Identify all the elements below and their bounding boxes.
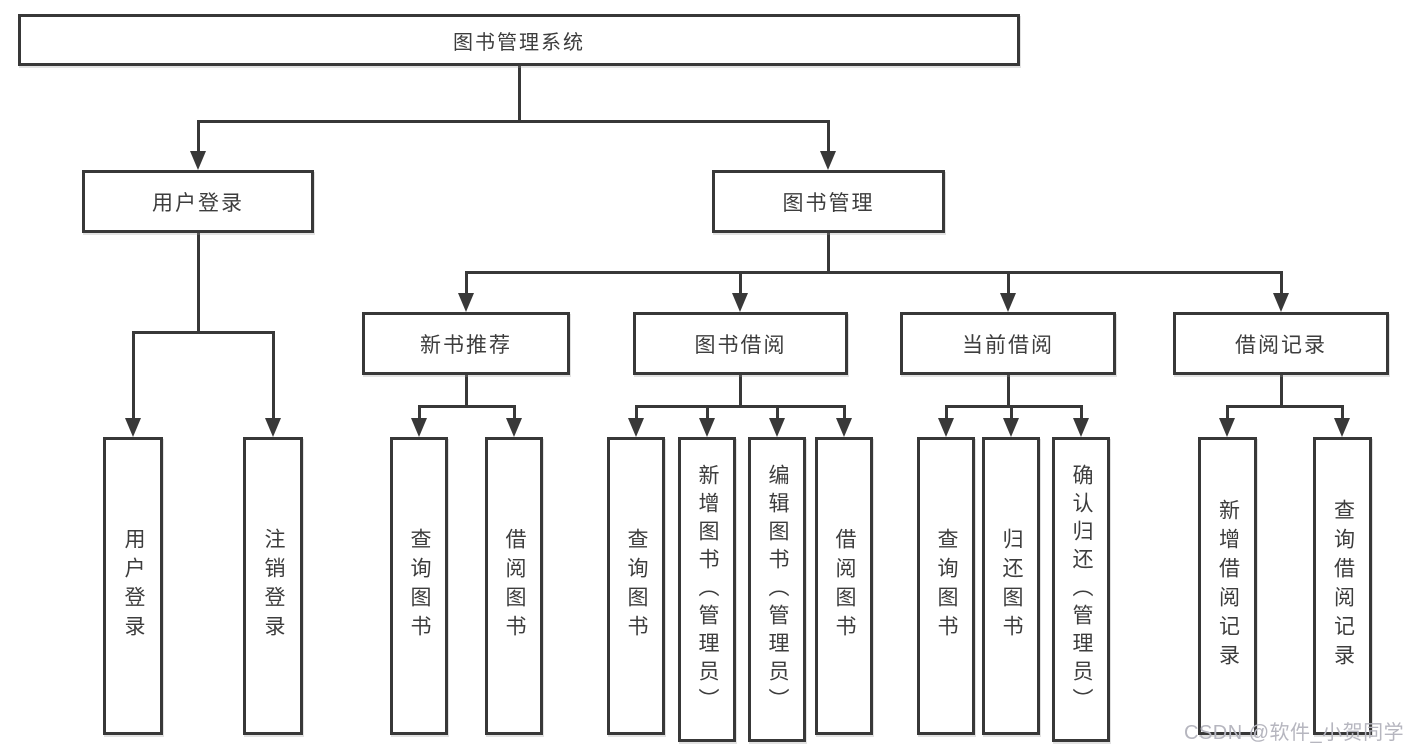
connector-book-mgmt-stub-4: [1280, 271, 1283, 295]
connector-new-book-rec-stub-2: [513, 405, 516, 420]
node-bb-add: 新增图书（管理员）: [678, 437, 736, 742]
node-bb-borrow-label: 借阅图书: [833, 528, 856, 644]
connector-current-borrow-stub-3: [1080, 405, 1083, 420]
arrow-down-icon: [820, 151, 836, 170]
node-leaf-logout-label: 注销登录: [262, 528, 285, 644]
node-nbr-borrow-label: 借阅图书: [503, 528, 526, 644]
node-bb-edit-label: 编辑图书（管理员）: [766, 463, 789, 716]
connector-root-stub-right: [827, 120, 830, 153]
arrow-down-icon: [1334, 418, 1350, 437]
node-leaf-user-login: 用户登录: [103, 437, 163, 735]
connector-book-mgmt-bus: [465, 271, 1283, 274]
connector-new-book-rec-bus: [418, 405, 516, 408]
arrow-down-icon: [265, 418, 281, 437]
node-nbr-borrow: 借阅图书: [485, 437, 543, 735]
node-borrow-records: 借阅记录: [1173, 312, 1389, 375]
arrow-down-icon: [836, 418, 852, 437]
connector-current-borrow-stub-1: [945, 405, 948, 420]
connector-new-book-rec-stub-1: [418, 405, 421, 420]
connector-user-login-stub-2: [272, 331, 275, 419]
connector-book-mgmt-drop: [827, 233, 830, 274]
connector-book-borrow-stub-1: [635, 405, 638, 420]
connector-borrow-records-drop: [1280, 375, 1283, 408]
node-book-borrow-label: 图书借阅: [694, 333, 787, 357]
arrow-down-icon: [190, 151, 206, 170]
arrow-down-icon: [1000, 293, 1016, 312]
connector-book-mgmt-stub-3: [1007, 271, 1010, 295]
connector-user-login-stub-1: [132, 331, 135, 419]
node-cb-confirm-label: 确认归还（管理员）: [1070, 463, 1093, 716]
node-cb-confirm: 确认归还（管理员）: [1052, 437, 1110, 742]
connector-book-borrow-bus: [635, 405, 846, 408]
connector-borrow-records-stub-2: [1341, 405, 1344, 420]
arrow-down-icon: [1219, 418, 1235, 437]
arrow-down-icon: [628, 418, 644, 437]
node-nbr-query-label: 查询图书: [408, 528, 431, 644]
arrow-down-icon: [1073, 418, 1089, 437]
node-br-add-label: 新增借阅记录: [1216, 499, 1240, 673]
connector-current-borrow-bus: [945, 405, 1083, 408]
connector-book-borrow-drop: [739, 375, 742, 408]
node-cb-return: 归还图书: [982, 437, 1040, 735]
arrow-down-icon: [769, 418, 785, 437]
connector-book-borrow-stub-2: [706, 405, 709, 420]
node-br-add: 新增借阅记录: [1198, 437, 1257, 735]
node-br-query: 查询借阅记录: [1313, 437, 1372, 735]
connector-root-drop: [518, 66, 521, 122]
node-bb-query-label: 查询图书: [625, 528, 648, 644]
connector-borrow-records-bus: [1226, 405, 1344, 408]
node-bb-query: 查询图书: [607, 437, 665, 735]
watermark: CSDN @软件_小贺同学: [1184, 722, 1405, 744]
connector-user-login-drop: [197, 233, 200, 334]
connector-borrow-records-stub-1: [1226, 405, 1229, 420]
connector-current-borrow-stub-2: [1010, 405, 1013, 420]
connector-current-borrow-drop: [1007, 375, 1010, 408]
arrow-down-icon: [938, 418, 954, 437]
node-book-mgmt: 图书管理: [712, 170, 945, 233]
node-new-book-rec-label: 新书推荐: [420, 333, 512, 357]
node-bb-edit: 编辑图书（管理员）: [748, 437, 806, 742]
arrow-down-icon: [411, 418, 427, 437]
arrow-down-icon: [699, 418, 715, 437]
node-bb-add-label: 新增图书（管理员）: [696, 463, 719, 716]
node-bb-borrow: 借阅图书: [815, 437, 873, 735]
arrow-down-icon: [125, 418, 141, 437]
connector-root-bus: [197, 120, 829, 123]
node-book-borrow: 图书借阅: [633, 312, 848, 375]
arrow-down-icon: [458, 293, 474, 312]
node-user-login: 用户登录: [82, 170, 314, 233]
node-borrow-records-label: 借阅记录: [1235, 333, 1327, 357]
connector-book-borrow-stub-4: [843, 405, 846, 420]
connector-book-mgmt-stub-1: [465, 271, 468, 295]
node-cb-query-label: 查询图书: [935, 528, 958, 644]
node-leaf-user-login-label: 用户登录: [122, 528, 145, 644]
connector-book-borrow-stub-3: [776, 405, 779, 420]
node-br-query-label: 查询借阅记录: [1331, 499, 1355, 673]
node-user-login-label: 用户登录: [152, 191, 244, 215]
node-cb-return-label: 归还图书: [1000, 528, 1023, 644]
node-current-borrow-label: 当前借阅: [962, 333, 1054, 357]
node-root: 图书管理系统: [18, 14, 1020, 66]
node-cb-query: 查询图书: [917, 437, 975, 735]
connector-book-mgmt-stub-2: [739, 271, 742, 295]
arrow-down-icon: [1273, 293, 1289, 312]
node-book-mgmt-label: 图书管理: [782, 191, 875, 215]
node-leaf-logout: 注销登录: [243, 437, 303, 735]
arrow-down-icon: [1003, 418, 1019, 437]
connector-user-login-bus: [132, 331, 275, 334]
node-current-borrow: 当前借阅: [900, 312, 1116, 375]
node-root-label: 图书管理系统: [453, 31, 585, 54]
arrow-down-icon: [506, 418, 522, 437]
connector-root-stub-left: [197, 120, 200, 153]
connector-new-book-rec-drop: [465, 375, 468, 408]
node-new-book-rec: 新书推荐: [362, 312, 570, 375]
arrow-down-icon: [732, 293, 748, 312]
node-nbr-query: 查询图书: [390, 437, 448, 735]
